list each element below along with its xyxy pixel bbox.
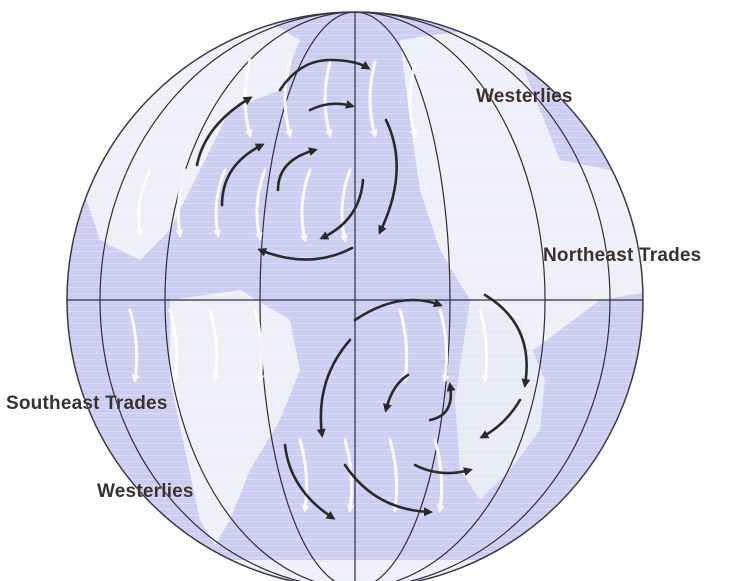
westerlies-south-label: Westerlies	[97, 481, 194, 503]
northeast-trades-label: Northeast Trades	[543, 245, 701, 267]
westerlies-north-label: Westerlies	[476, 86, 573, 108]
southeast-trades-label: Southeast Trades	[6, 393, 168, 415]
